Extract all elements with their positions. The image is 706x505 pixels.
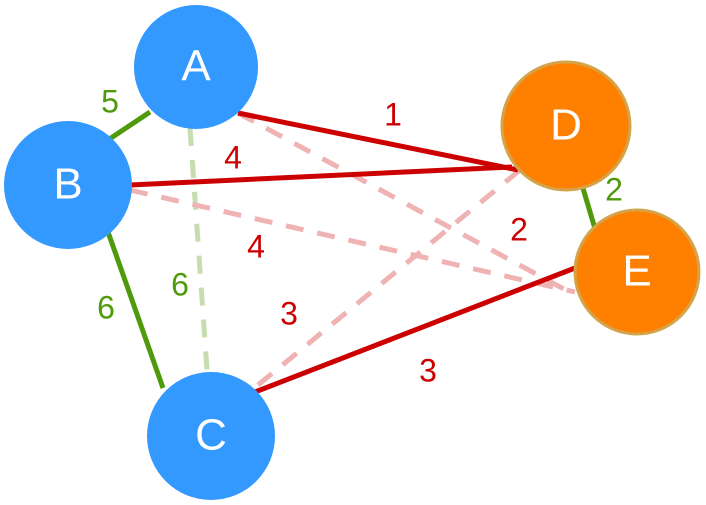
edge-b-c (105, 231, 166, 389)
node-b: B (4, 121, 132, 249)
node-c: C (147, 372, 275, 500)
edge-weight-a-c: 6 (171, 266, 189, 302)
edge-weight-b-d: 4 (224, 139, 242, 175)
edge-a-c (187, 127, 210, 371)
edge-a-d (237, 110, 519, 173)
node-circle (147, 372, 275, 500)
node-circle (134, 5, 258, 129)
node-circle (573, 208, 701, 336)
edge-b-e (129, 187, 576, 295)
node-label: A (181, 42, 211, 91)
edges-layer (105, 109, 599, 395)
edge-weight-d-e: 2 (605, 171, 623, 207)
edge-weight-a-d: 1 (384, 96, 402, 132)
nodes-layer: A B C D E (4, 5, 701, 500)
edge-b-d (129, 164, 513, 188)
edge-c-d (256, 168, 522, 387)
edge-weight-b-e: 4 (247, 228, 265, 264)
node-d: D (500, 60, 632, 192)
node-circle (500, 60, 632, 192)
edge-d-e (579, 184, 599, 233)
edge-c-e (254, 265, 576, 395)
node-label: C (195, 411, 227, 460)
edge-weight-a-b: 5 (101, 83, 119, 119)
edge-weight-c-e: 3 (419, 352, 437, 388)
edge-a-b (106, 109, 152, 143)
node-label: D (550, 101, 582, 150)
node-circle (4, 121, 132, 249)
edge-weight-c-d: 3 (280, 295, 298, 331)
edge-weight-b-c: 6 (97, 289, 115, 325)
edge-weight-a-e: 2 (510, 211, 528, 247)
node-e: E (573, 208, 701, 336)
node-a: A (134, 5, 258, 129)
node-label: B (53, 160, 82, 209)
node-label: E (622, 247, 651, 296)
